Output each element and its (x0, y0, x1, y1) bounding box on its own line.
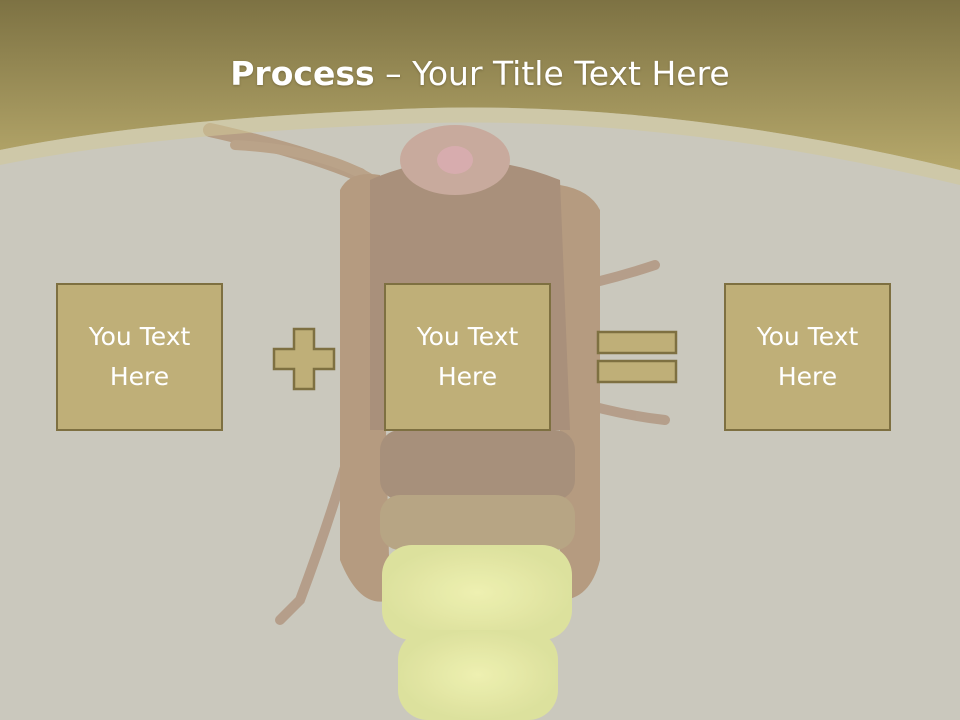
text-box-2[interactable]: You Text Here (384, 283, 551, 431)
text-box-2-label: You Text Here (416, 322, 519, 391)
plus-icon (272, 327, 336, 391)
equals-icon (596, 330, 678, 384)
title-bold: Process (230, 54, 375, 93)
text-box-3[interactable]: You Text Here (724, 283, 891, 431)
title-separator: – (374, 54, 413, 93)
text-box-3-label: You Text Here (756, 322, 859, 391)
slide-title: Process – Your Title Text Here (0, 52, 960, 96)
title-rest: Your Title Text Here (412, 54, 730, 93)
text-box-1[interactable]: You Text Here (56, 283, 223, 431)
text-box-1-label: You Text Here (88, 322, 191, 391)
